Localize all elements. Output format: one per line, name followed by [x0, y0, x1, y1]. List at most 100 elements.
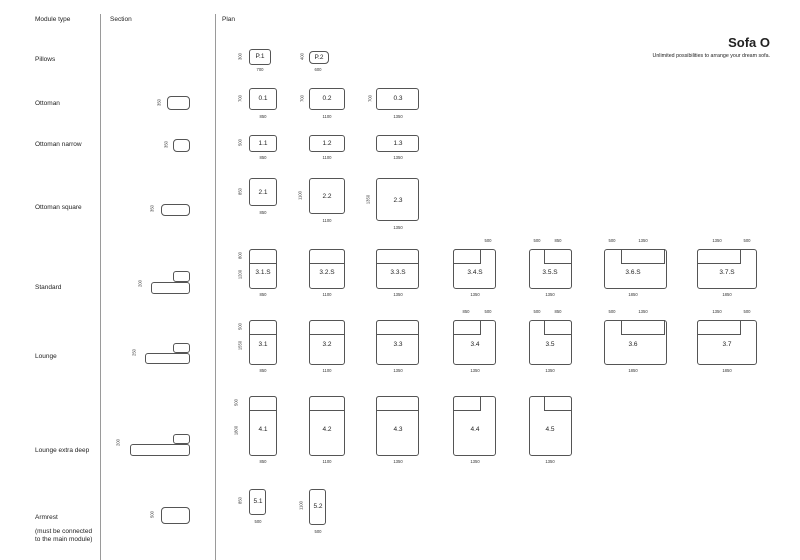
dim-0-1-h: 700	[237, 95, 243, 102]
module-2-3-label: 2.3	[393, 197, 403, 204]
dim-3-2-s-w: 1100	[322, 292, 332, 297]
module-3-7-s[interactable]	[697, 249, 757, 289]
module-5-1-label: 5.1	[253, 498, 263, 505]
section-standard-back	[173, 271, 190, 282]
dim-3-6-s-w: 1850	[628, 292, 638, 297]
dim-3-3-s-w: 1350	[393, 292, 403, 297]
dim-3-6-top-b: 1350	[638, 309, 648, 314]
module-2-3[interactable]	[376, 178, 419, 221]
module-4-4[interactable]	[453, 396, 496, 456]
column-divider-1	[100, 14, 101, 560]
backrest	[376, 249, 419, 264]
module-5-2[interactable]	[309, 489, 326, 525]
module-0-2[interactable]	[309, 88, 345, 110]
module-3-4[interactable]	[453, 320, 496, 365]
dim-5-2-w: 500	[314, 529, 322, 534]
module-1-1[interactable]	[249, 135, 277, 152]
module-2-2[interactable]	[309, 178, 345, 214]
dim-3-5-s-top-a: 500	[533, 238, 541, 243]
backrest	[544, 249, 572, 264]
module-1-3[interactable]	[376, 135, 419, 152]
header-section: Section	[110, 16, 132, 23]
dim-0-3-h: 700	[367, 95, 373, 102]
module-3-7[interactable]	[697, 320, 757, 365]
dim-3-5-s-top-b: 850	[554, 238, 562, 243]
module-3-1[interactable]	[249, 320, 277, 365]
module-3-6[interactable]	[604, 320, 667, 365]
module-3-5-s[interactable]	[529, 249, 572, 289]
backrest	[544, 320, 572, 335]
module-2-1-label: 2.1	[258, 189, 268, 196]
dim-3-7-s-top-b: 500	[743, 238, 751, 243]
module-5-1[interactable]	[249, 489, 266, 515]
module-3-3-s[interactable]	[376, 249, 419, 289]
dim-2-3-w: 1350	[393, 225, 403, 230]
section-extra-deep-seat	[130, 444, 190, 456]
backrest	[249, 320, 277, 335]
module-1-2[interactable]	[309, 135, 345, 152]
dim-3-1-depth: 1550	[237, 340, 243, 351]
module-3-3[interactable]	[376, 320, 419, 365]
module-0-2-label: 0.2	[322, 95, 332, 102]
backrest	[621, 249, 665, 264]
module-0-1-label: 0.1	[258, 95, 268, 102]
dim-3-6-w: 1850	[628, 368, 638, 373]
module-0-1[interactable]	[249, 88, 277, 110]
section-standard-seat	[151, 282, 190, 294]
backrest	[249, 249, 277, 264]
module-3-6-s-label: 3.6.S	[625, 269, 641, 276]
dim-section-ottoman-square: 350	[149, 205, 155, 212]
dim-3-5-w: 1350	[545, 368, 555, 373]
dim-1-1-w: 850	[259, 155, 267, 160]
dim-p1-width: 700	[256, 67, 264, 72]
dim-3-1-s-w: 850	[259, 292, 267, 297]
module-3-7-label: 3.7	[722, 341, 732, 348]
backrest	[249, 396, 277, 411]
module-4-5[interactable]	[529, 396, 572, 456]
module-3-2-s[interactable]	[309, 249, 345, 289]
dim-3-5-top-b: 850	[554, 309, 562, 314]
dim-4-1-back: 500	[233, 399, 239, 406]
dim-0-2-w: 1100	[322, 114, 332, 119]
module-4-2[interactable]	[309, 396, 345, 456]
dim-5-2-h: 1100	[298, 501, 304, 511]
dim-section-ottoman: 350	[156, 99, 162, 106]
dim-p2-width: 600	[314, 67, 322, 72]
module-2-1[interactable]	[249, 178, 277, 206]
dim-3-7-w: 1850	[722, 368, 732, 373]
module-3-1-label: 3.1	[258, 341, 268, 348]
row-label-standard: Standard	[35, 284, 62, 291]
module-1-1-label: 1.1	[258, 140, 268, 147]
module-3-1-s[interactable]	[249, 249, 277, 289]
module-4-1[interactable]	[249, 396, 277, 456]
dim-2-1-w: 850	[259, 210, 267, 215]
dim-3-4-top-a: 850	[462, 309, 470, 314]
row-label-lounge: Lounge	[35, 353, 57, 360]
module-p2-label: P.2	[314, 54, 324, 61]
dim-3-1-s-depth: 1200	[237, 269, 243, 280]
module-3-4-s[interactable]	[453, 249, 496, 289]
module-3-2-label: 3.2	[322, 341, 332, 348]
backrest	[453, 320, 481, 335]
dim-3-4-s-top: 500	[484, 238, 492, 243]
row-label-lounge-extra-deep: Lounge extra deep	[35, 447, 90, 454]
dim-p2-height: 400	[299, 53, 305, 60]
module-3-7-s-label: 3.7.S	[719, 269, 735, 276]
module-p2[interactable]	[309, 51, 329, 64]
dim-4-1-w: 850	[259, 459, 267, 464]
dim-1-2-w: 1100	[322, 155, 332, 160]
module-3-5[interactable]	[529, 320, 572, 365]
row-label-armrest: Armrest	[35, 514, 58, 521]
dim-0-1-w: 850	[259, 114, 267, 119]
module-4-3[interactable]	[376, 396, 419, 456]
backrest	[697, 320, 741, 335]
module-3-6-s[interactable]	[604, 249, 667, 289]
header-module-type: Module type	[35, 16, 71, 23]
product-title: Sofa O	[728, 35, 770, 50]
module-p1[interactable]	[249, 49, 271, 65]
module-4-3-label: 4.3	[393, 426, 403, 433]
column-divider-2	[215, 14, 216, 560]
module-3-2[interactable]	[309, 320, 345, 365]
module-0-3[interactable]	[376, 88, 419, 110]
dim-2-3-h: 1350	[365, 194, 371, 205]
